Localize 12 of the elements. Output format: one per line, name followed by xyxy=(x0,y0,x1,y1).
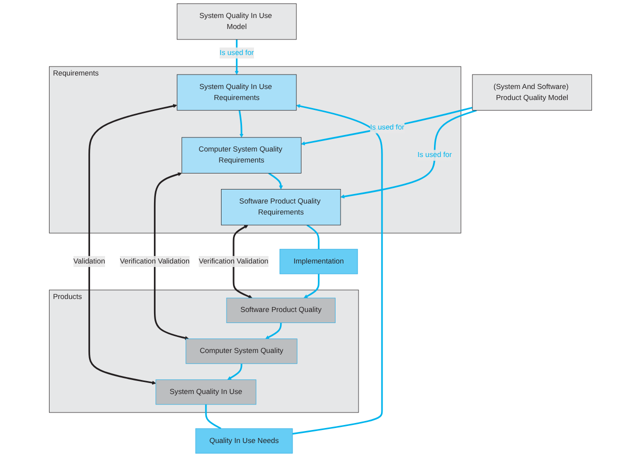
arrow xyxy=(304,274,320,298)
arrow xyxy=(232,224,252,298)
connector xyxy=(306,224,320,250)
arrow xyxy=(238,110,244,138)
arrow xyxy=(340,110,477,198)
arrow xyxy=(88,104,178,385)
connector xyxy=(205,404,222,430)
arrow xyxy=(154,172,190,340)
arrow xyxy=(265,322,282,340)
arrow xyxy=(292,104,383,435)
arrow xyxy=(268,172,283,190)
arrow xyxy=(227,364,242,380)
